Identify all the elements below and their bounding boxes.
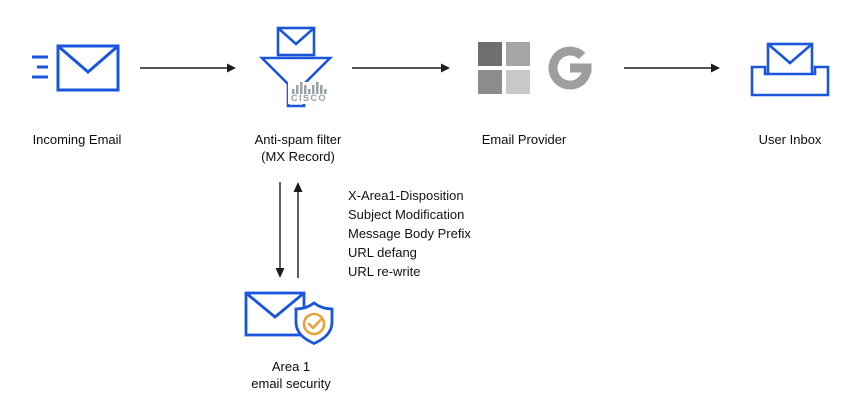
email-provider-label: Email Provider (481, 132, 567, 147)
envelope-shield-check-icon (243, 285, 338, 357)
annotation-line: Subject Modification (348, 207, 465, 222)
antispam-filter-label: Anti-spam filter (MX Record) (233, 131, 363, 165)
incoming-email-icon (28, 42, 124, 94)
google-logo-icon (544, 42, 596, 94)
arrow-filter-to-provider (352, 62, 450, 74)
area1-security-node (243, 285, 338, 357)
area1-label-line1: Area 1 (271, 359, 311, 374)
cisco-wordmark: CISCO (290, 93, 327, 103)
annotation-line: Message Body Prefix (348, 226, 471, 241)
arrow-incoming-to-filter (140, 62, 236, 74)
cisco-logo: CISCO (288, 82, 330, 104)
antispam-filter-label-line2: (MX Record) (261, 149, 335, 164)
user-inbox-label: User Inbox (758, 132, 822, 147)
cisco-bars-icon (292, 82, 327, 94)
annotation-line: X-Area1-Disposition (348, 188, 464, 203)
antispam-filter-label-line1: Anti-spam filter (254, 132, 342, 147)
incoming-email-node (28, 42, 124, 94)
microsoft-logo-icon (478, 42, 530, 94)
disposition-annotations: X-Area1-Disposition Subject Modification… (348, 186, 471, 281)
incoming-email-label: Incoming Email (32, 132, 122, 147)
annotation-line: URL defang (348, 245, 417, 260)
area1-label: Area 1 email security (226, 358, 356, 392)
arrow-provider-to-inbox (624, 62, 720, 74)
bidirectional-arrows-filter-area1 (272, 182, 306, 278)
area1-label-line2: email security (251, 376, 331, 391)
inbox-tray-envelope-icon (748, 40, 832, 98)
antispam-filter-node: CISCO (248, 26, 348, 116)
annotation-line: URL re-write (348, 264, 421, 279)
user-inbox-node (748, 40, 832, 98)
